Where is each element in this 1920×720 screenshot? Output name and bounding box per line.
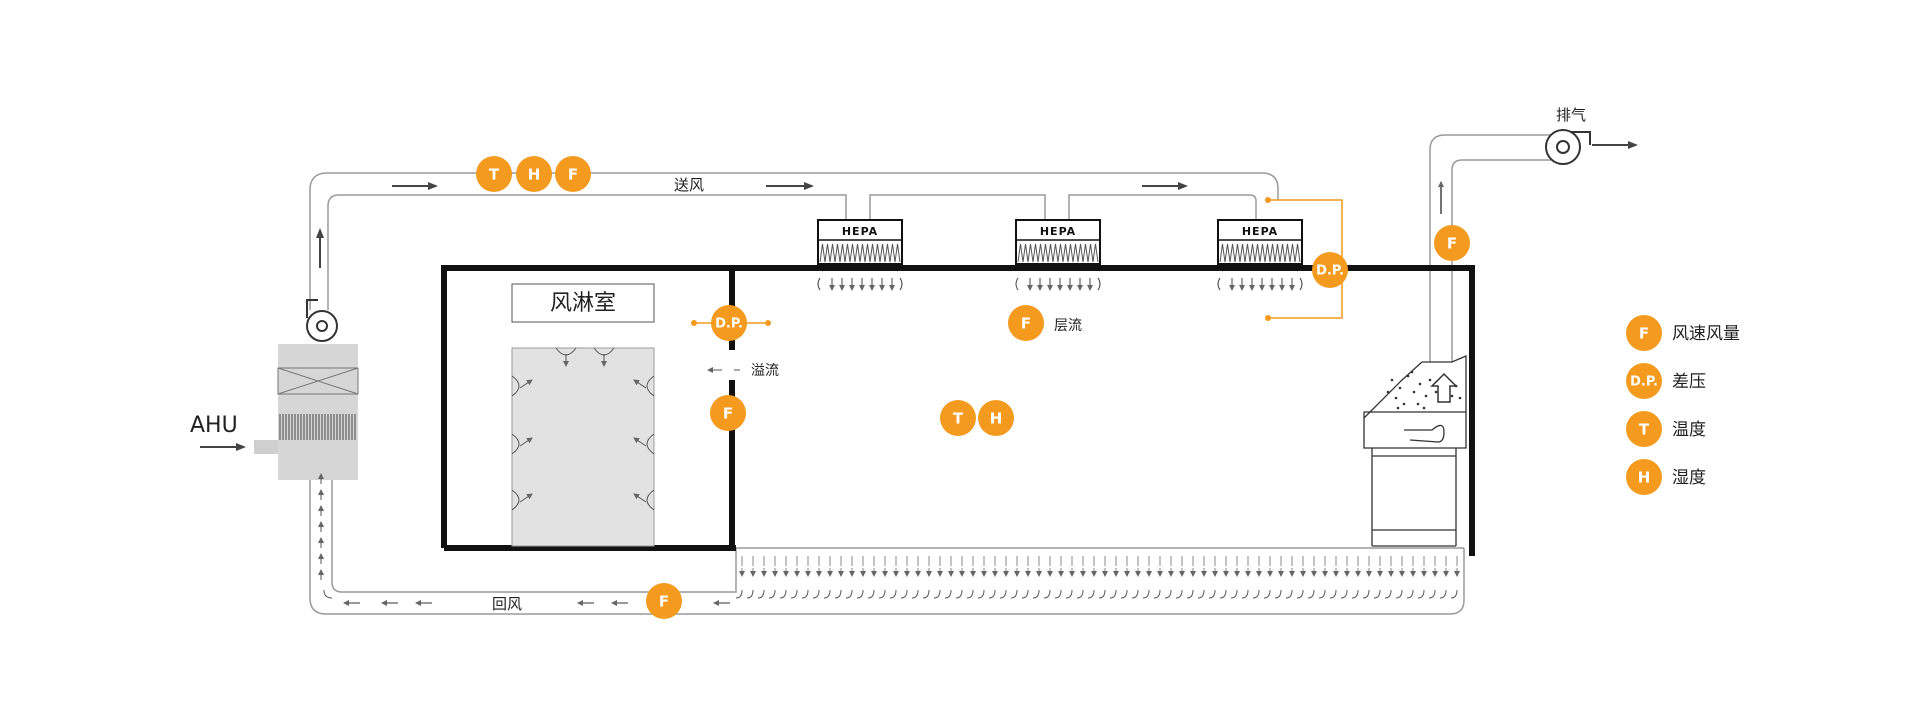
badge-label: F [1447, 234, 1457, 252]
supply-arrows [316, 182, 1188, 268]
badge-label: F [568, 165, 578, 183]
legend-text: 风速风量 [1672, 324, 1740, 344]
legend-badge: H [1638, 468, 1651, 486]
badge-label: H [528, 165, 541, 183]
hepa-label: HEPA [842, 225, 878, 238]
return-arrows [323, 589, 730, 606]
overflow-label: 溢流 [751, 363, 779, 379]
supply-duct [309, 172, 1279, 310]
fume-hood [1363, 355, 1467, 547]
room-humidity-badge: H [978, 400, 1014, 436]
exhaust-label: 排气 [1556, 106, 1586, 124]
supply-humidity-badge: H [516, 156, 552, 192]
legend-item: H 湿度 [1626, 459, 1706, 495]
legend-text: 湿度 [1672, 468, 1706, 488]
badge-label: T [953, 409, 964, 427]
overflow-flow-badge: F [710, 395, 746, 431]
air-shower-label: 风淋室 [550, 291, 616, 316]
supply-flow-badge: F [555, 156, 591, 192]
ahu-unit [254, 344, 359, 480]
legend-text: 温度 [1672, 420, 1706, 440]
ahu-label: AHU [190, 413, 238, 438]
room-temp-badge: T [940, 400, 976, 436]
legend: F 风速风量 D.P. 差压 T 温度 H 湿度 [1626, 315, 1740, 495]
laminar-label: 层流 [1054, 318, 1082, 334]
legend-badge: T [1639, 420, 1650, 438]
return-label: 回风 [492, 595, 522, 613]
shower-dp-badge: D.P. [711, 305, 747, 341]
supply-label: 送风 [674, 176, 704, 194]
badge-label: H [990, 409, 1003, 427]
legend-badge: F [1639, 324, 1649, 342]
hepa-filter-2: HEPA [1015, 219, 1101, 265]
badge-label: F [1021, 314, 1031, 332]
badge-label: D.P. [715, 317, 743, 332]
laminar-dp-badge: D.P. [1312, 252, 1348, 288]
badge-label: T [489, 165, 500, 183]
laminar-arrows [817, 277, 1303, 291]
hepa-label: HEPA [1242, 225, 1278, 238]
badge-label: F [723, 404, 733, 422]
badge-label: D.P. [1316, 264, 1344, 279]
laminar-flow-badge: F [1008, 305, 1044, 341]
hepa-filters: HEPA HEPA HEPA [817, 219, 1303, 265]
floor-return-grille [735, 556, 1460, 599]
exhaust-fan [1545, 129, 1591, 165]
dp-sensor-endpoints [691, 197, 1271, 326]
hepa-label: HEPA [1040, 225, 1076, 238]
hepa-filter-3: HEPA [1217, 219, 1303, 265]
legend-item: F 风速风量 [1626, 315, 1740, 351]
legend-item: T 温度 [1626, 411, 1706, 447]
exhaust-duct [1429, 134, 1558, 362]
ahu-fan [306, 299, 338, 342]
exhaust-flow-badge: F [1434, 225, 1470, 261]
hepa-filter-1: HEPA [817, 219, 903, 265]
sensor-badges: T H F F D.P. D.P. F F T H F [476, 156, 1470, 619]
legend-text: 差压 [1672, 372, 1706, 392]
air-shower-room: 风淋室 [511, 283, 655, 547]
badge-label: F [659, 592, 669, 610]
legend-badge: D.P. [1630, 375, 1658, 390]
return-duct [309, 476, 1465, 615]
supply-temp-badge: T [476, 156, 512, 192]
legend-item: D.P. 差压 [1626, 363, 1706, 399]
fume-hood-particles [1386, 370, 1462, 410]
return-flow-badge: F [646, 583, 682, 619]
